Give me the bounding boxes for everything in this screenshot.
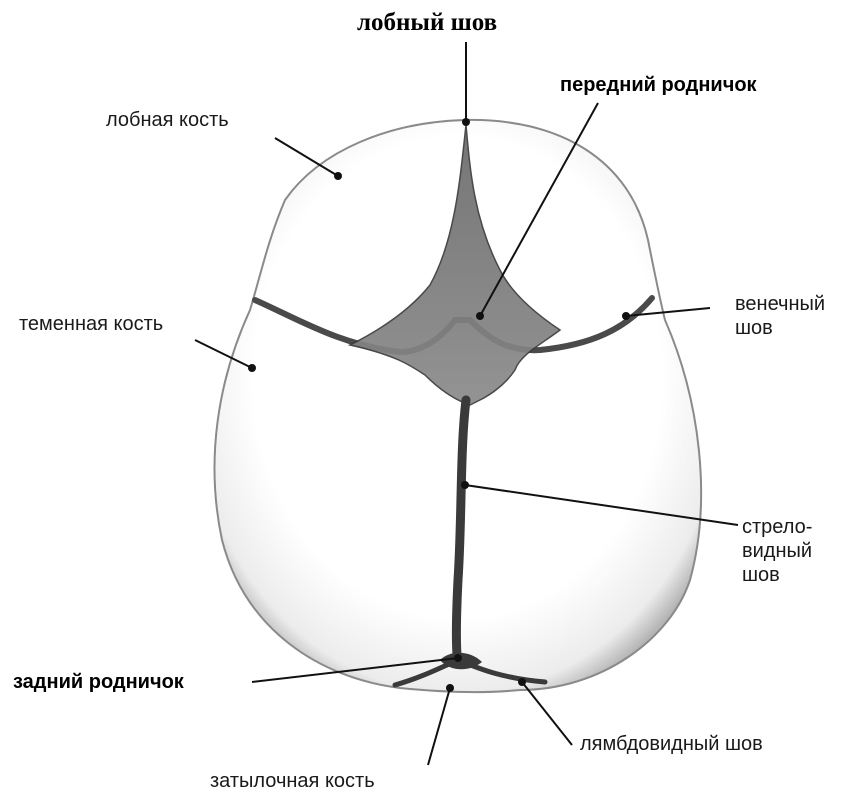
label-coronal-suture-line1: венечный [735,292,825,316]
label-parietal-bone: теменная кость [19,312,163,336]
dot-sagittal-suture [461,481,469,489]
label-posterior-fontanelle: задний родничок [13,670,184,694]
dot-frontal-suture [462,118,470,126]
label-frontal-bone: лобная кость [106,108,229,132]
dot-frontal-bone [334,172,342,180]
label-anterior-fontanelle: передний родничок [560,73,757,97]
dot-occipital-bone [446,684,454,692]
label-frontal-suture: лобный шов [357,8,497,38]
leader-frontal-bone [275,138,338,176]
leader-lambdoid-suture [522,682,572,745]
leader-occipital-bone [428,688,450,765]
dot-posterior-fontanelle [454,654,462,662]
label-lambdoid-suture: лямбдовидный шов [580,732,763,756]
dot-parietal-bone [248,364,256,372]
label-occipital-bone: затылочная кость [210,769,375,793]
dot-anterior-fontanelle [476,312,484,320]
dot-coronal-suture [622,312,630,320]
label-sagittal-suture-line3: шов [742,563,812,587]
label-coronal-suture-line2: шов [735,316,825,340]
label-sagittal-suture-line2: видный [742,539,812,563]
label-coronal-suture: венечный шов [735,292,825,340]
label-sagittal-suture-line1: стрело- [742,515,812,539]
dot-lambdoid-suture [518,678,526,686]
label-sagittal-suture: стрело- видный шов [742,515,812,587]
